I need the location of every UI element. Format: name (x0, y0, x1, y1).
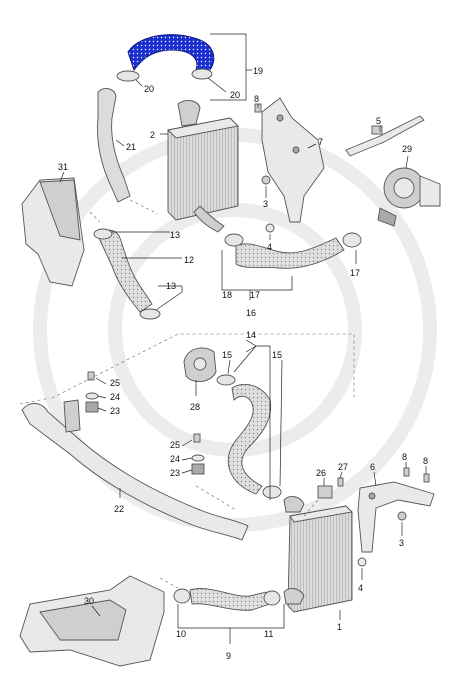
callout-25: 25 (110, 378, 120, 388)
callout-1: 1 (337, 622, 342, 632)
air-duct-31 (21, 177, 85, 287)
callout-28: 28 (190, 402, 200, 412)
callout-3: 3 (399, 538, 404, 548)
callout-3: 3 (263, 199, 268, 209)
mount-set-upper (85, 371, 99, 413)
callout-20: 20 (230, 90, 240, 100)
callout-10: 10 (176, 629, 186, 639)
callout-13: 13 (166, 281, 176, 291)
mount-set-lower (191, 433, 205, 475)
bolt-27 (337, 477, 344, 487)
callout-16: 16 (246, 308, 256, 318)
callout-21: 21 (126, 142, 136, 152)
callout-11: 11 (264, 629, 273, 639)
callout-8: 8 (402, 452, 407, 462)
intercooler-2 (167, 100, 239, 233)
callout-19: 19 (253, 66, 263, 76)
washer-4b (357, 557, 367, 567)
air-duct-30 (19, 575, 165, 667)
callout-25: 25 (170, 440, 180, 450)
callout-24: 24 (170, 454, 180, 464)
callout-22: 22 (114, 504, 124, 514)
turbocharger-29 (377, 167, 441, 227)
callout-27: 27 (338, 462, 348, 472)
callout-23: 23 (170, 468, 180, 478)
callout-6: 6 (370, 462, 375, 472)
callout-8: 8 (254, 94, 259, 104)
callout-26: 26 (316, 468, 326, 478)
clamp-18 (224, 233, 244, 247)
pipe-5 (345, 115, 425, 157)
sensor-26 (317, 485, 333, 499)
callout-17: 17 (250, 290, 260, 300)
bracket-7 (261, 97, 325, 223)
callout-8: 8 (423, 456, 428, 466)
hose-21 (97, 88, 131, 203)
hose-16 (235, 237, 345, 269)
bracket-6 (357, 481, 435, 553)
assembly-dash-lines (19, 199, 355, 589)
callout-4: 4 (267, 242, 272, 252)
bolts-8bc (403, 467, 430, 483)
bracket-28 (183, 347, 217, 382)
intercooler-1 (283, 496, 353, 613)
clamp-13b (139, 308, 161, 320)
callout-30: 30 (84, 596, 94, 606)
callout-17: 17 (350, 268, 360, 278)
clamp-17 (342, 232, 362, 248)
callout-13: 13 (170, 230, 180, 240)
nut-3b (397, 511, 407, 521)
callout-4: 4 (358, 583, 363, 593)
charge-pipe-22 (21, 399, 249, 541)
callout-labels: 19 20 20 8 21 2 7 5 29 31 3 13 4 12 13 1… (58, 66, 428, 661)
callout-14: 14 (246, 330, 256, 340)
callout-31: 31 (58, 162, 68, 172)
callout-12: 12 (184, 255, 194, 265)
callout-23: 23 (110, 406, 120, 416)
highlighted-hose-19[interactable] (127, 34, 215, 73)
callout-2: 2 (150, 130, 155, 140)
callout-15: 15 (222, 350, 232, 360)
clamp-13a (93, 228, 113, 240)
clamp-15a (216, 374, 236, 386)
callout-15: 15 (272, 350, 282, 360)
hose-12 (97, 229, 153, 313)
callout-9: 9 (226, 651, 231, 661)
clamp-11 (263, 590, 281, 606)
callout-5: 5 (376, 116, 381, 126)
clamp-20a (116, 70, 140, 82)
clamp-10 (173, 588, 191, 604)
washer-4a (265, 223, 275, 233)
nut-3a (261, 175, 271, 185)
callout-24: 24 (110, 392, 120, 402)
hose-9 (189, 588, 271, 611)
callout-18: 18 (222, 290, 232, 300)
clamp-15b (262, 485, 282, 499)
leader-lines (59, 33, 427, 644)
callout-7: 7 (318, 137, 323, 147)
callout-20: 20 (144, 84, 154, 94)
callout-29: 29 (402, 144, 412, 154)
clamp-20b (191, 68, 213, 80)
